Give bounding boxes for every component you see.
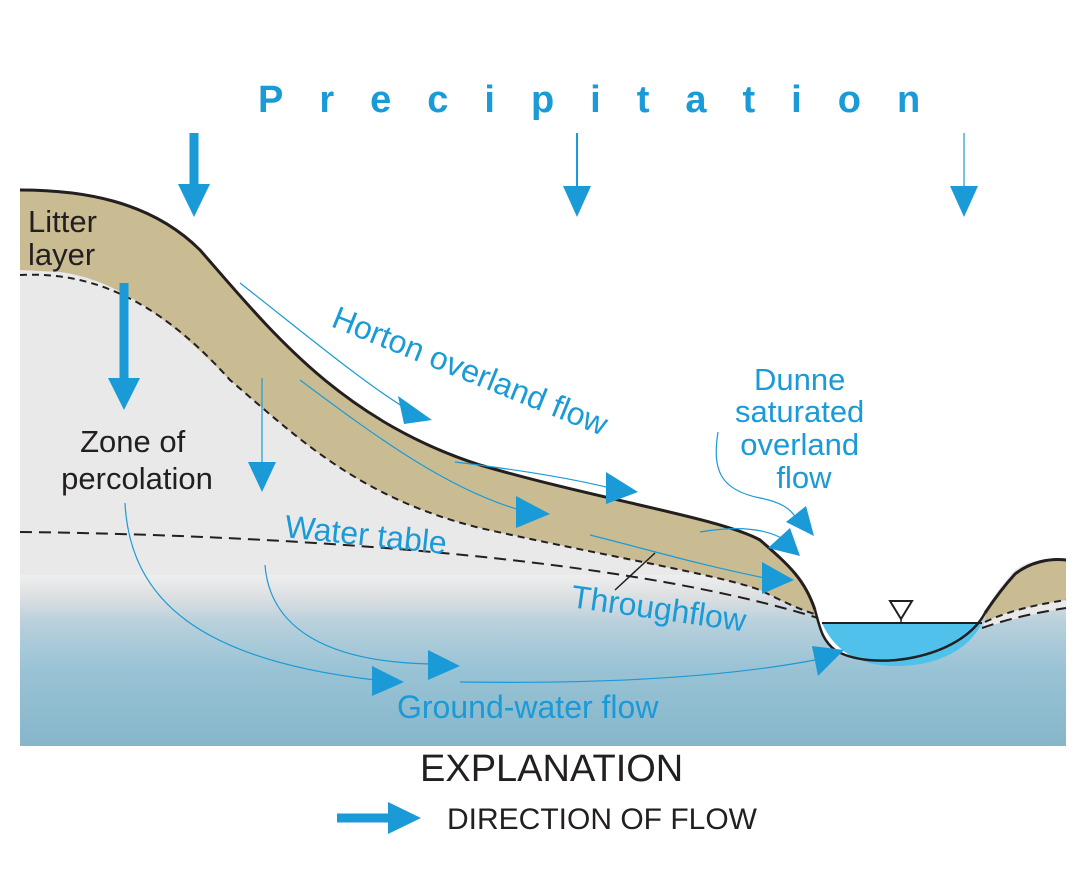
water-table-leader [614, 552, 656, 591]
horton-flow-arrow [239, 282, 432, 424]
direction-of-flow-label: DIRECTION OF FLOW [447, 803, 758, 836]
percolation-arrow-heavy [108, 283, 140, 410]
stream-bed [813, 609, 987, 662]
explanation-heading: EXPLANATION [420, 748, 683, 790]
litter-flow-arrow [299, 379, 550, 528]
flow-arrows [108, 282, 844, 696]
precipitation-arrows [178, 133, 978, 217]
precipitation-arrow-medium [563, 133, 591, 217]
ground-water-flow-label: Ground-water flow [397, 689, 659, 725]
water-level-triangle-icon [888, 600, 914, 621]
water-table-line-right [981, 607, 1067, 629]
litter-layer-label: Litter layer [28, 204, 106, 272]
groundwater-flow-arrow-3 [459, 646, 844, 683]
water-table-line [19, 531, 819, 619]
litter-base-line-right [984, 599, 1067, 623]
ground-surface-right [983, 558, 1067, 614]
zone-of-percolation-label: Zone of percolation [61, 424, 213, 496]
precipitation-arrow-heavy [178, 133, 210, 217]
ground-surface [19, 188, 817, 611]
direction-of-flow-arrow-icon [337, 802, 421, 834]
stream-water [822, 623, 982, 667]
groundwater-flow-arrow-2 [264, 564, 460, 680]
precipitation-arrow-light [950, 133, 978, 217]
litter-layer [20, 190, 818, 615]
dunne-flow-arrow-lower [699, 528, 800, 556]
litter-base-line [19, 273, 819, 616]
groundwater-flow-arrow-1 [124, 502, 404, 696]
overland-flow-arrow [454, 461, 638, 504]
explanation-legend: EXPLANATION DIRECTION OF FLOW [337, 748, 758, 836]
throughflow-arrow [589, 534, 794, 594]
dunne-saturated-overland-flow-label: Dunne saturated overland flow [735, 362, 873, 495]
litter-layer-right [985, 559, 1066, 622]
dunne-flow-arrow-upper [715, 431, 814, 536]
precipitation-title: Precipitation [258, 79, 956, 121]
sky [20, 0, 1066, 661]
percolation-arrow-light [248, 378, 276, 492]
cross-section [19, 0, 1067, 746]
